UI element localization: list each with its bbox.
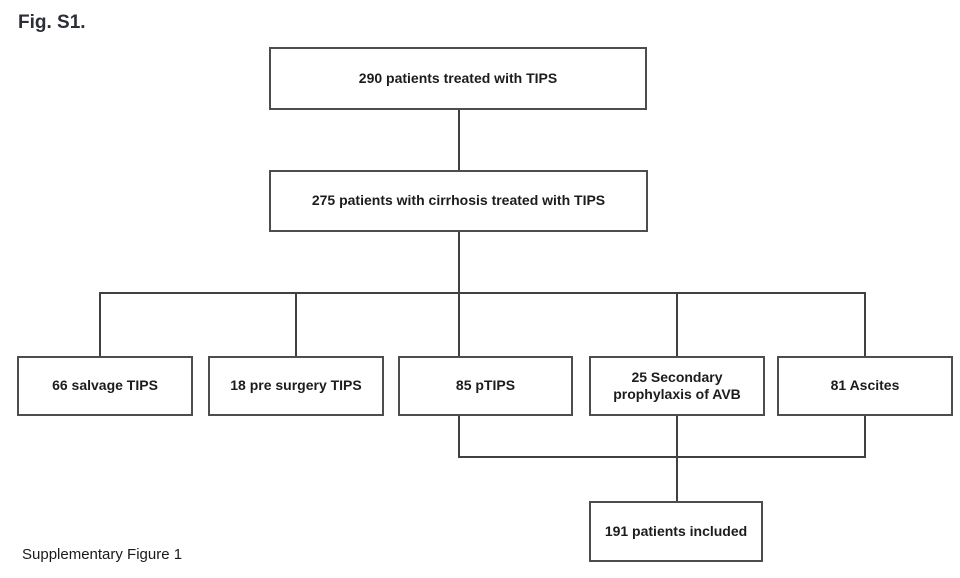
connector-secondary-to-included [676,416,678,501]
node-label: 191 patients included [604,522,748,539]
figure-title: Fig. S1. [18,12,86,33]
node-275-patients-cirrhosis: 275 patients with cirrhosis treated with… [269,170,648,232]
node-66-salvage-tips: 66 salvage TIPS [17,356,193,416]
connector-drop-pre-surgery [295,292,297,356]
node-label: 25 Secondary prophylaxis of AVB [613,368,741,403]
node-label: 18 pre surgery TIPS [230,377,362,394]
connector-branch-horizontal [99,292,866,294]
node-label: 275 patients with cirrhosis treated with… [311,192,606,209]
node-25-secondary-prophylaxis: 25 Secondary prophylaxis of AVB [589,356,765,416]
node-290-patients-treated: 290 patients treated with TIPS [269,47,647,110]
connector-drop-ascites [864,292,866,356]
connector-ascites-to-merge [864,416,866,458]
connector-drop-secondary [676,292,678,356]
figure-caption: Supplementary Figure 1 [22,546,183,563]
node-81-ascites: 81 Ascites [777,356,953,416]
connector-drop-ptips [458,292,460,356]
node-label: 66 salvage TIPS [52,377,158,394]
connector-treated-to-cirrhosis [458,110,460,170]
connector-merge-horizontal [458,456,866,458]
connector-cirrhosis-trunk [458,232,460,292]
node-label: 290 patients treated with TIPS [358,69,558,86]
connector-ptips-to-merge [458,416,460,458]
node-label: 85 pTIPS [455,377,516,394]
node-191-patients-included: 191 patients included [589,501,763,562]
node-label: 81 Ascites [830,377,900,394]
connector-drop-salvage [99,292,101,356]
node-85-ptips: 85 pTIPS [398,356,573,416]
node-18-pre-surgery-tips: 18 pre surgery TIPS [208,356,384,416]
